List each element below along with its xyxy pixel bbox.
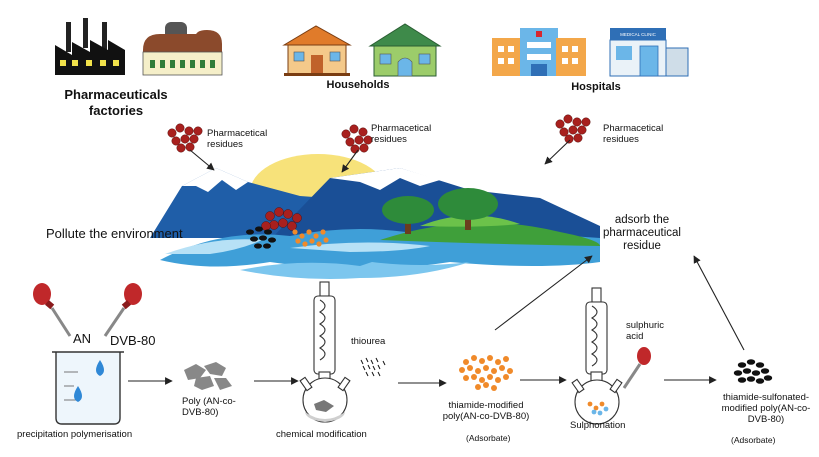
factories-label: Pharmaceuticals [64, 87, 168, 103]
residue-cluster-1 [167, 123, 203, 153]
factory-icon [55, 18, 125, 75]
residue-cluster-in-water [261, 207, 302, 231]
thiourea-crystals-icon [360, 357, 386, 377]
dropper-an-icon [33, 283, 72, 337]
poly-flakes-icon [184, 362, 232, 390]
residue-cluster-3 [555, 114, 591, 144]
sulphuric-acid-label: sulphuric acid [626, 320, 665, 342]
adsorbate-label-1: (Adsorbate) [466, 433, 511, 443]
pollute-environment-label: Pollute the environment [46, 226, 183, 241]
adsorbate-label-2: (Adsorbate) [731, 435, 776, 445]
thiamide-modified-label: thiamide-modified poly(AN-co-DVB-80) [442, 400, 530, 422]
precipitation-polymerisation-label: precipitation polymerisation [17, 429, 133, 440]
orange-adsorbent-in-water [292, 229, 329, 247]
house-green-icon [368, 23, 442, 77]
reflux-apparatus-2 [571, 287, 623, 425]
poly-label: Poly (AN-co-DVB-80) [182, 396, 236, 418]
sulphonation-label: Sulphonation [570, 420, 626, 431]
sulfonated-modified-label: thiamide-sulfonated-modified poly(AN-co-… [721, 392, 811, 425]
thiamide-modified-particles-icon [459, 355, 513, 391]
residue-cluster-2 [341, 124, 373, 154]
hospitals-label: Hospitals [571, 81, 621, 93]
dropper-dvb-icon [103, 283, 142, 337]
sulfonated-particles-icon [733, 359, 773, 384]
clinic-sign-text: MEDICAL CLINIC [620, 32, 657, 37]
beaker-icon [52, 351, 124, 425]
residue-label-2: Pharmacetical residues [371, 123, 432, 145]
dvb-label: DVB-80 [110, 333, 156, 348]
particles-in-flask-2 [587, 401, 609, 416]
adsorb-residue-label: adsorb the pharmaceutical residue [603, 214, 681, 253]
residue-label-3: Pharmacetical residues [603, 123, 664, 145]
chemical-modification-label: chemical modification [276, 429, 367, 440]
an-label: AN [73, 331, 92, 346]
households-label: Households [326, 79, 390, 91]
pharma-plant-icon [142, 22, 223, 76]
dropper-sulphuric-icon [622, 347, 651, 389]
medical-clinic-icon [609, 28, 689, 77]
black-adsorbent-in-water [246, 226, 276, 249]
landscape [150, 154, 600, 279]
grey-polymer-in-flask [314, 400, 334, 412]
residue-label-1: Pharmacetical residues [207, 128, 268, 150]
thiourea-label: thiourea [351, 336, 386, 347]
factories-label-line2: factories [88, 103, 144, 118]
house-orange-icon [282, 25, 352, 76]
reflux-apparatus-1 [299, 281, 351, 423]
hospital-icon [492, 28, 586, 76]
factories-label-line1: Pharmaceuticals [64, 87, 168, 102]
flow-arrows [128, 139, 745, 387]
